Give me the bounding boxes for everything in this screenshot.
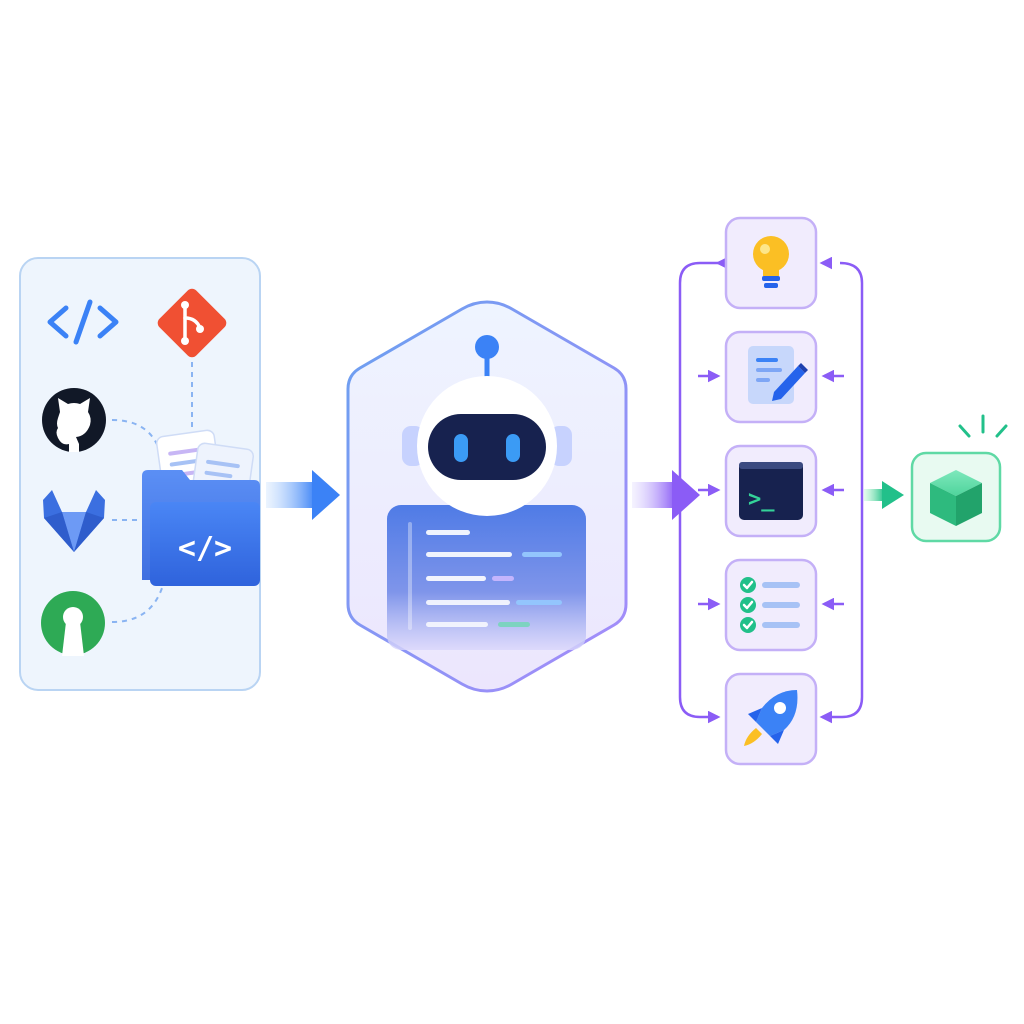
output-box [910,414,1008,543]
step-deployment [724,672,818,766]
lightbulb-icon [753,236,789,288]
cube-icon [930,470,982,526]
step-coding: >_ [724,444,818,538]
terminal-icon: >_ [739,462,803,520]
terminal-prompt: >_ [748,487,775,512]
open-source-icon [41,591,105,656]
checklist-icon [740,577,800,633]
flow-arrow-to-agent [266,470,340,520]
step-planning [724,330,818,424]
code-icon [47,299,119,345]
document-edit-icon [748,346,808,404]
sparkle-lines [958,414,1008,438]
robot-icon [402,335,572,516]
flow-arrow-to-steps [632,470,700,520]
rocket-icon [744,690,798,746]
github-icon [42,388,106,452]
agent-code-screen [387,505,586,650]
gitlab-icon [43,490,105,552]
folder-code-label: </> [178,531,232,566]
code-folder-icon: </> [142,470,260,586]
flow-arrow-to-output [864,481,904,509]
step-loop-rails [678,256,864,724]
git-icon [157,288,227,358]
step-testing [724,558,818,652]
step-ideation [724,216,818,310]
